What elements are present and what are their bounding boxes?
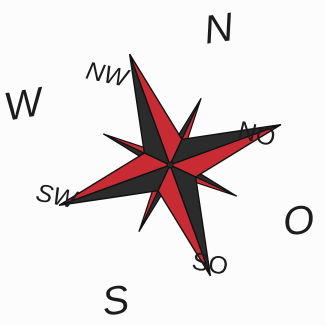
label-east: O [281,197,317,244]
label-west: W [1,79,49,129]
label-southeast: SO [190,247,230,281]
label-southwest: SW [33,179,81,215]
label-south: S [99,277,132,324]
label-northwest: NW [83,57,132,94]
compass-star [19,14,321,316]
label-north: N [201,5,236,53]
